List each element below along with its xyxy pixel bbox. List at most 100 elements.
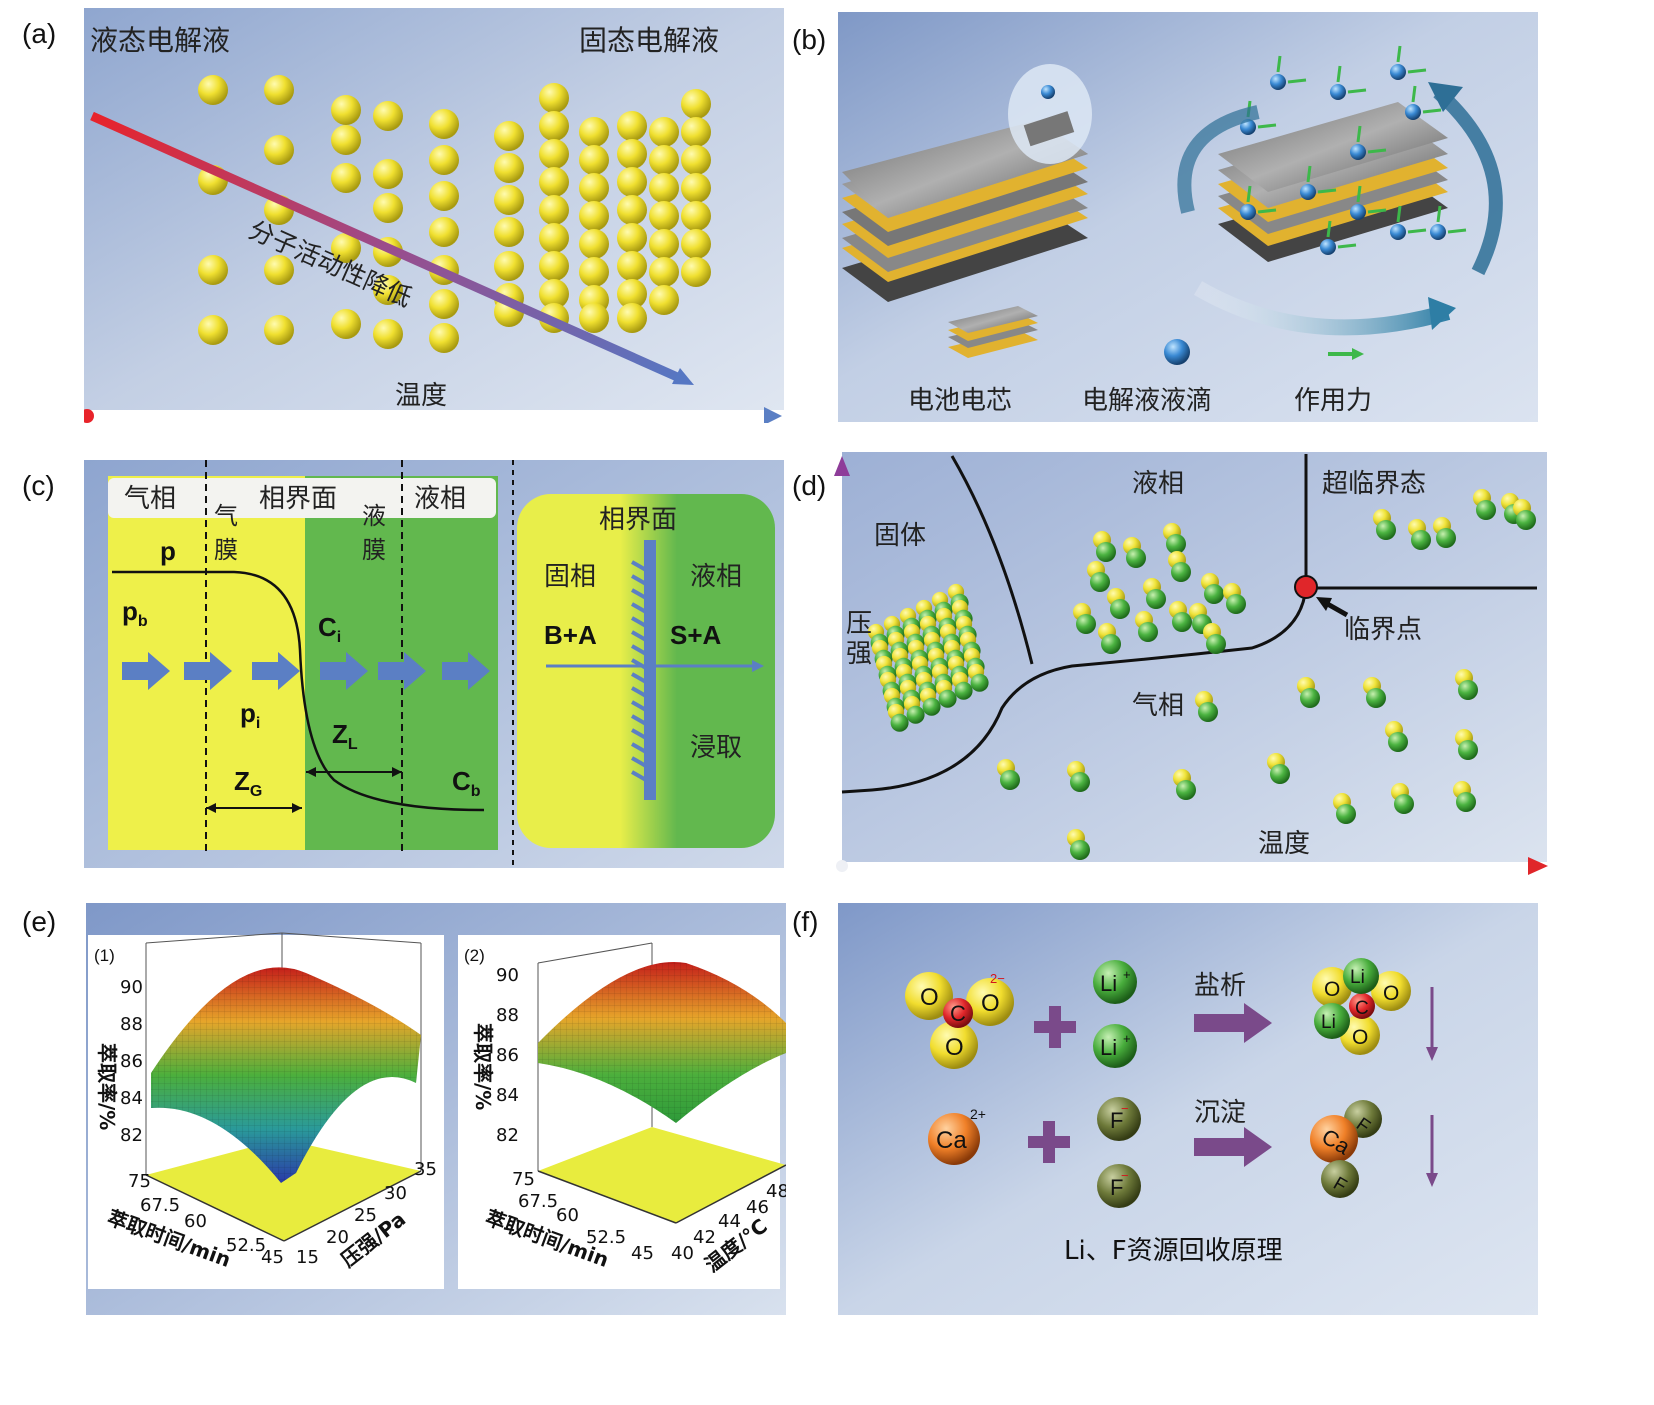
z-tick-label: 86: [120, 1051, 143, 1072]
electrolyte-molecule: [331, 95, 361, 125]
molecule-atom: [1336, 804, 1356, 824]
force-arrow: [1436, 205, 1442, 223]
reactants-label: B+A: [544, 620, 597, 650]
electrolyte-molecule: [539, 251, 569, 281]
electrolyte-droplet: [1350, 204, 1366, 220]
molecule-atom: [1101, 634, 1121, 654]
panel-d: 固体 液相 超临界态 压强 临界点 气相 温度: [832, 452, 1554, 882]
electrolyte-molecule: [579, 257, 609, 287]
electrolyte-molecule: [494, 251, 524, 281]
hatch-mark: [631, 770, 647, 782]
pressure-axis-arrowhead: [834, 456, 850, 476]
molecule-atom: [1476, 500, 1496, 520]
electrolyte-molecule: [429, 145, 459, 175]
liquid-electrolyte-label: 液态电解液: [90, 24, 230, 57]
hatch-mark: [631, 588, 647, 600]
molecule-atom: [1388, 732, 1408, 752]
force-arrow: [1447, 228, 1467, 234]
force-arrow: [1407, 68, 1427, 74]
z-tick-label: 82: [496, 1125, 519, 1146]
force-arrow: [1367, 148, 1387, 154]
electrolyte-molecule: [579, 145, 609, 175]
flow-arrow-head: [148, 652, 170, 690]
electrolyte-molecule: [681, 229, 711, 259]
molecule-atom: [954, 681, 973, 700]
molecule-atom: [1394, 794, 1414, 814]
y-tick-label: 20: [326, 1227, 349, 1248]
y-tick-label: 40: [671, 1243, 694, 1264]
li-ion-1: Li: [1100, 971, 1117, 996]
molecule-atom: [1076, 614, 1096, 634]
flow-arrow-shaft: [122, 662, 150, 680]
x-tick-label: 75: [512, 1169, 535, 1190]
panel-c-letter: (c): [22, 470, 55, 501]
force-arrow: [1337, 243, 1357, 249]
hatch-mark: [631, 714, 647, 726]
flow-arrow-head: [210, 652, 232, 690]
molecule-atom: [906, 705, 925, 724]
force-arrow: [1356, 185, 1362, 203]
force-arrow: [1396, 45, 1402, 63]
force-arrow: [1257, 208, 1277, 214]
electrolyte-molecule: [579, 303, 609, 333]
electrolyte-molecule: [373, 101, 403, 131]
electrolyte-molecule: [331, 233, 361, 263]
electrolyte-molecule: [649, 145, 679, 175]
calcium-ion: Ca 2+: [928, 1106, 986, 1165]
concentration-profile: [112, 570, 485, 812]
molecule-atom: [1110, 599, 1130, 619]
molecule-atom: [1146, 589, 1166, 609]
carbonate-o1: O: [920, 984, 939, 1011]
solid-electrolyte-label: 固态电解液: [579, 24, 719, 57]
electrolyte-molecule: [617, 251, 647, 281]
molecule-atom: [1176, 780, 1196, 800]
x-tick-label: 60: [556, 1205, 579, 1226]
x-tick-label: 45: [261, 1247, 284, 1268]
electrolyte-droplet: [1430, 224, 1446, 240]
z-tick-label: 88: [120, 1014, 143, 1035]
electrolyte-molecule: [649, 285, 679, 315]
melting-curve: [950, 455, 1034, 665]
x-tick-label: 67.5: [140, 1195, 180, 1216]
force-arrow: [1407, 228, 1427, 234]
label-p: p: [160, 536, 176, 566]
molecule-atom: [1458, 680, 1478, 700]
electrolyte-molecule: [494, 217, 524, 247]
salting-out-label: 盐析: [1194, 971, 1246, 1001]
electrolyte-molecule: [681, 257, 711, 287]
zg-arrow-right: [292, 803, 302, 813]
liquid-phase-label: 液相: [690, 562, 742, 592]
molecule-atom: [1096, 542, 1116, 562]
reaction-axis-arrowhead: [752, 660, 764, 672]
force-arrow: [1411, 85, 1417, 103]
z-tick-label: 84: [120, 1088, 143, 1109]
molecule-atom: [1000, 770, 1020, 790]
molecule-atom: [890, 713, 909, 732]
plus-icon-2: [1028, 1121, 1070, 1163]
electrolyte-molecule: [331, 163, 361, 193]
swirl-arrow-left: [1177, 105, 1260, 214]
carbonate-o2: O: [981, 990, 1000, 1017]
electrolyte-molecule: [617, 111, 647, 141]
electrolyte-molecule: [373, 193, 403, 223]
hatch-mark: [631, 658, 647, 670]
y-tick-label: 46: [746, 1197, 769, 1218]
force-arrow: [1367, 208, 1387, 214]
panel-e-letter: (e): [22, 906, 57, 937]
y-tick-label: 30: [384, 1183, 407, 1204]
force-arrow: [1347, 88, 1367, 94]
panel-c-diagram: 气相 相界面 液相 气膜 液膜 p pb pi Ci Cb ZG ZL 相界面 …: [84, 460, 784, 868]
z-tick-label: 88: [496, 1005, 519, 1026]
swirl-arrow-right: [1433, 86, 1503, 276]
electrolyte-molecule: [681, 201, 711, 231]
force-arrow: [1396, 205, 1402, 223]
electrolyte-molecule: [264, 255, 294, 285]
hatch-mark: [631, 742, 647, 754]
plus-icon-1: [1034, 1006, 1076, 1048]
legend-cell-icon: [948, 306, 1038, 358]
electrolyte-molecule: [198, 315, 228, 345]
electrolyte-droplet: [1320, 239, 1336, 255]
electrolyte-molecule: [617, 223, 647, 253]
mass-flow-arrows: [122, 652, 490, 690]
